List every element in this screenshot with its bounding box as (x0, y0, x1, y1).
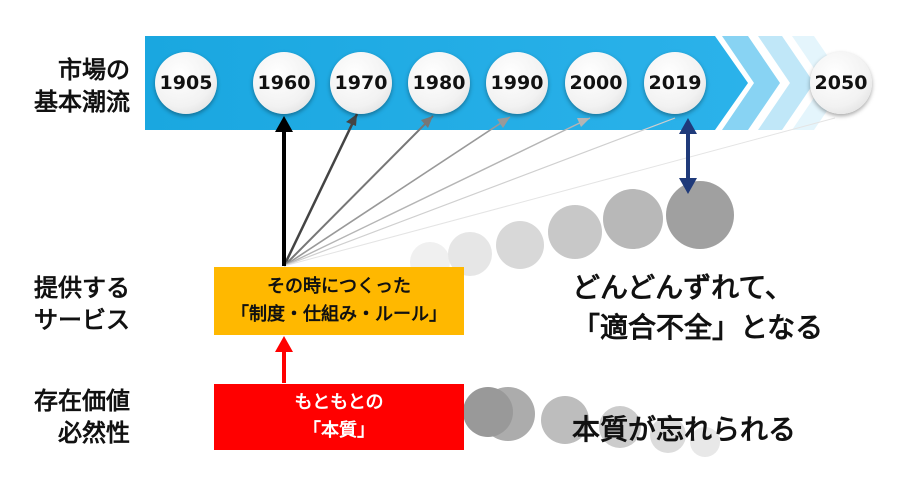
timeline-chevron (722, 36, 780, 130)
essence-box: もともとの 「本質」 (214, 384, 464, 450)
value-label-line1: 存在価値 (34, 387, 130, 415)
service-label-line1: 提供する (34, 274, 130, 302)
forgotten-statement: 本質が忘れられる (572, 413, 797, 446)
essence-fade-circle (541, 396, 589, 444)
service-box: その時につくった 「制度・仕組み・ルール」 (214, 267, 464, 335)
market-label-line2: 基本潮流 (34, 88, 130, 116)
essence-box-line1: もともとの (294, 392, 384, 413)
service-label: 提供する サービス (30, 272, 130, 336)
divergence-line (283, 117, 591, 267)
service-box-line1: その時につくった (267, 276, 411, 297)
year-circle-1980: 1980 (408, 52, 470, 114)
year-circle-2000: 2000 (565, 52, 627, 114)
drift-statement: どんどんずれて、 「適合不全」となる (572, 268, 902, 348)
year-circle-1905: 1905 (155, 52, 217, 114)
essence-box-line2: 「本質」 (303, 420, 375, 441)
drift-circle (496, 221, 544, 269)
market-label-line1: 市場の (58, 56, 130, 84)
market-trend-label: 市場の 基本潮流 (30, 54, 130, 118)
year-circle-1990: 1990 (486, 52, 548, 114)
year-circle-1970: 1970 (330, 52, 392, 114)
essence-fade-circle (463, 387, 513, 437)
drift-circle (448, 232, 492, 276)
divergence-line (283, 117, 676, 267)
drift-circle (548, 205, 602, 259)
drift-circle (603, 189, 663, 249)
value-label: 存在価値 必然性 (30, 385, 130, 449)
drift-circle (666, 181, 734, 249)
divergence-line (283, 117, 836, 267)
year-circle-2019: 2019 (644, 52, 706, 114)
essence-fade-circle (690, 427, 720, 457)
year-circle-1960: 1960 (253, 52, 315, 114)
service-box-line2: 「制度・仕組み・ルール」 (231, 304, 447, 325)
timeline-chevron (758, 36, 814, 130)
divergence-line (282, 113, 359, 267)
drift-statement-line2: 「適合不全」となる (572, 311, 824, 344)
drift-statement-line1: どんどんずれて、 (572, 271, 793, 304)
divergence-line (283, 115, 434, 267)
essence-fade-circle (599, 406, 641, 448)
essence-fade-circle (650, 417, 686, 453)
service-label-line2: サービス (34, 306, 130, 334)
value-label-line2: 必然性 (58, 419, 130, 447)
year-circle-2050: 2050 (810, 52, 872, 114)
divergence-line (283, 116, 511, 267)
